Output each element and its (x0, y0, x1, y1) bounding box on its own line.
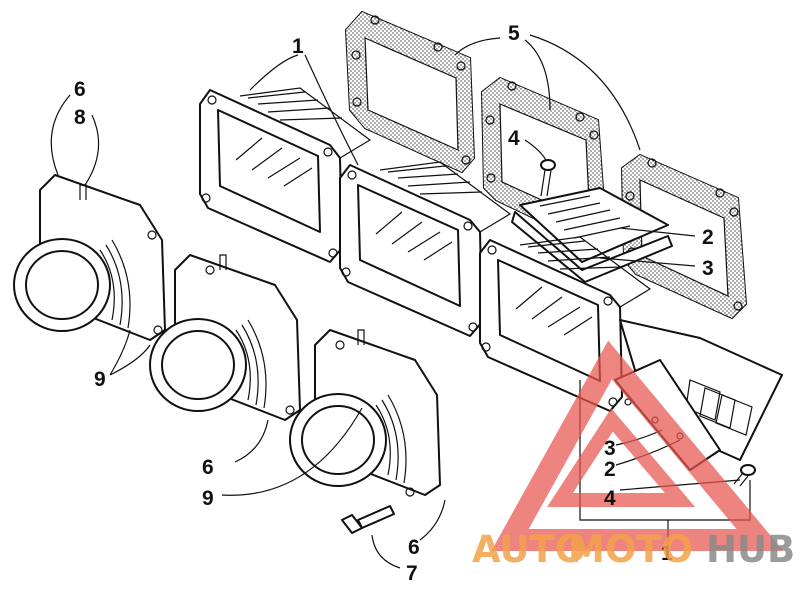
callout-2-top: 2 (702, 226, 714, 249)
watermark-hub: HUB (706, 528, 795, 571)
watermark-wordmark: AUTO MOTO HUB (472, 528, 795, 571)
intake-flange-1 (13, 174, 166, 341)
watermark-logo (491, 340, 784, 551)
reed-block-3 (479, 236, 652, 412)
watermark-auto: AUTO (472, 528, 586, 571)
callout-3-top: 3 (702, 257, 714, 280)
callout-6-mid: 6 (202, 456, 214, 479)
leader-lines (50, 34, 751, 569)
callout-4-inset: 4 (604, 487, 616, 510)
reed-block-1 (199, 87, 372, 263)
callout-1-top: 1 (292, 35, 304, 58)
intake-flange-2 (149, 254, 301, 421)
callout-1-bottom: 1 (661, 542, 673, 565)
bolt (341, 505, 395, 534)
callout-6-bottom: 6 (408, 536, 420, 559)
callout-9-left: 9 (94, 368, 106, 391)
watermark-moto: MOTO (568, 528, 693, 571)
callout-9-bottom: 9 (202, 487, 214, 510)
callout-8: 8 (74, 106, 86, 129)
reed-block-2 (339, 161, 512, 337)
screw-top (540, 159, 556, 197)
intake-flange-3 (289, 329, 441, 497)
callout-2-inset: 2 (604, 458, 616, 481)
callout-3-inset: 3 (604, 437, 616, 460)
callout-5: 5 (508, 22, 520, 45)
callout-6-top: 6 (74, 78, 86, 101)
callout-labels: 1 5 6 8 4 2 3 9 6 9 3 2 4 6 1 7 (74, 22, 714, 585)
gasket-1 (344, 10, 476, 174)
callout-7: 7 (406, 562, 418, 585)
callout-4-top: 4 (508, 127, 520, 150)
screw-inset (733, 464, 756, 487)
